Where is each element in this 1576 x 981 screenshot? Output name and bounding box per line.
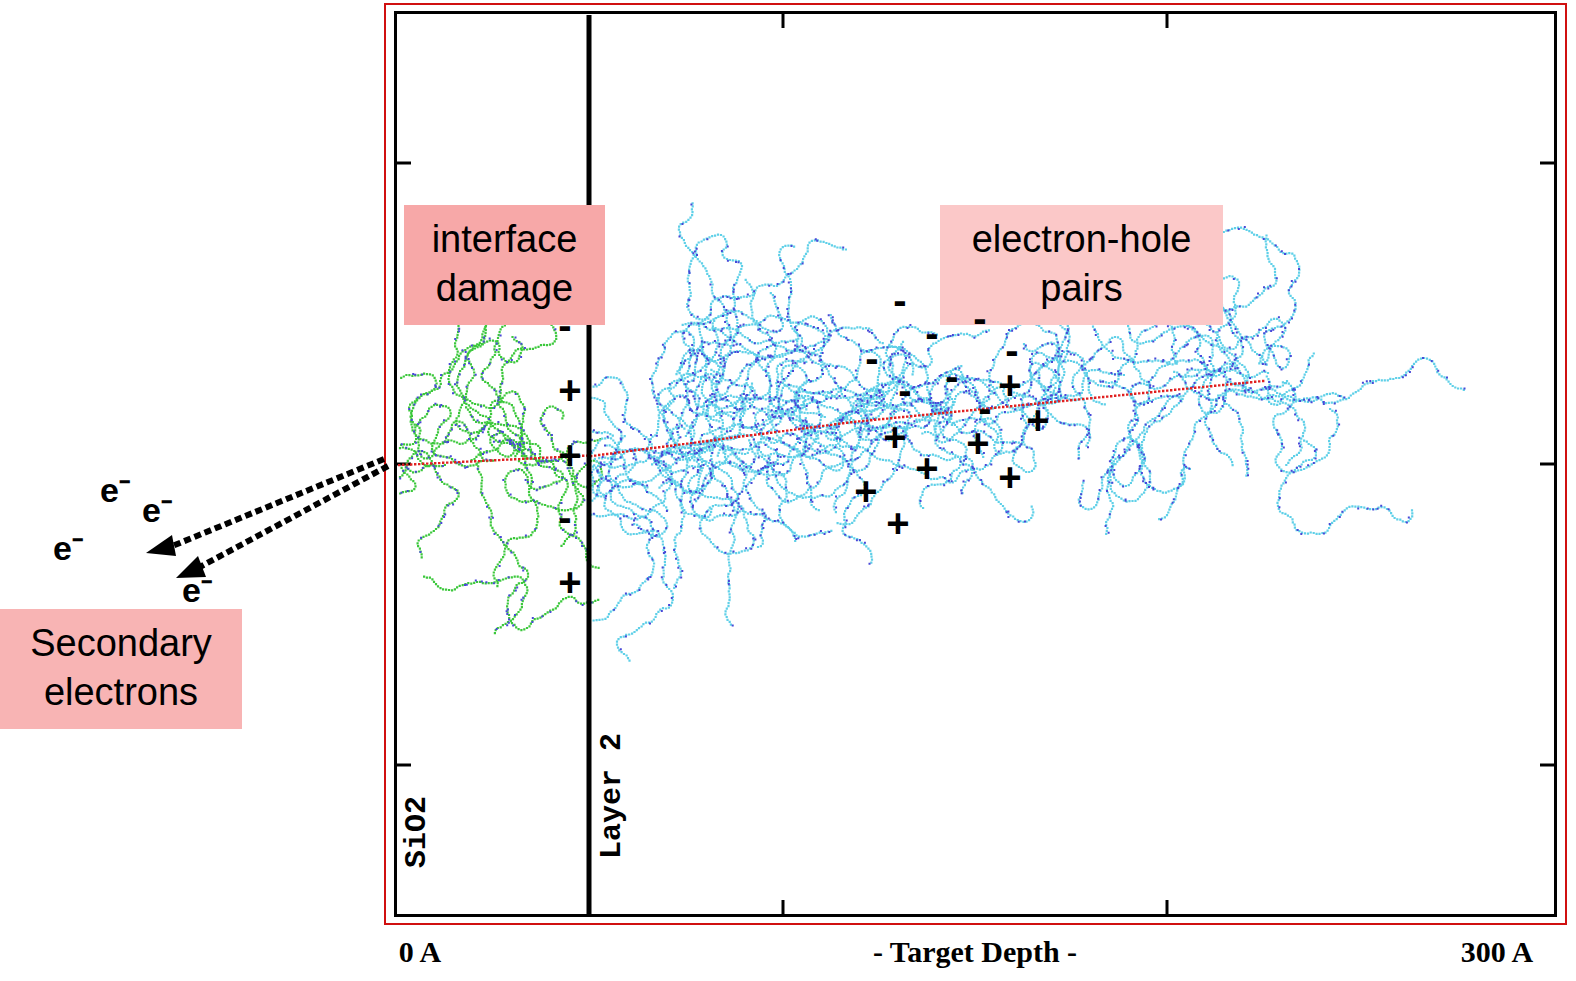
cascade-dots [590, 202, 1465, 662]
positive-charge: + [558, 370, 581, 410]
ion-track-cloud [398, 202, 1466, 662]
arrowhead [146, 535, 176, 556]
electron-symbol: e⁻ [182, 573, 212, 607]
positive-charge: + [998, 457, 1021, 497]
cascade-dots [399, 290, 603, 635]
negative-charge: - [925, 313, 938, 353]
positive-charge: + [1026, 400, 1049, 440]
positive-charge: + [886, 503, 909, 543]
callout-text: electron-hole pairs [958, 215, 1205, 314]
axis-label: 0 A [399, 937, 442, 967]
callout-box: interface damage [404, 205, 605, 325]
positive-charge: + [966, 423, 989, 463]
negative-charge: - [978, 388, 991, 428]
cascade-dots [399, 204, 1465, 651]
positive-charge: + [915, 448, 938, 488]
plot-frame [396, 13, 1556, 916]
axis-title: - Target Depth - [873, 937, 1077, 967]
layer-name: Layer 2 [597, 733, 627, 859]
electron-symbol: e⁻ [142, 493, 172, 527]
cascade-dots [398, 380, 1264, 467]
positive-charge: + [854, 471, 877, 511]
negative-charge: - [898, 370, 911, 410]
negative-charge: - [558, 497, 571, 537]
negative-charge: - [973, 298, 986, 338]
negative-charge: - [945, 356, 958, 396]
negative-charge: - [1005, 330, 1018, 370]
negative-charge: - [558, 305, 571, 345]
outer-frame [385, 4, 1566, 924]
callout-text: interface damage [422, 215, 587, 314]
axis-ticks [396, 13, 1555, 915]
positive-charge: + [883, 417, 906, 457]
layer-name: SiO2 [402, 796, 432, 868]
positive-charge: + [998, 365, 1021, 405]
electron-symbol: e⁻ [100, 473, 130, 507]
positive-charge: + [558, 562, 581, 602]
callout-box: Secondary electrons [0, 609, 242, 729]
electron-symbol: e⁻ [53, 531, 83, 565]
negative-charge: - [893, 280, 906, 320]
callout-text: Secondary electrons [18, 619, 224, 718]
axis-label: 300 A [1461, 937, 1534, 967]
secondary-electron-arrows [170, 459, 388, 568]
negative-charge: - [865, 338, 878, 378]
layer-interface [587, 15, 592, 915]
positive-charge: + [558, 435, 581, 475]
